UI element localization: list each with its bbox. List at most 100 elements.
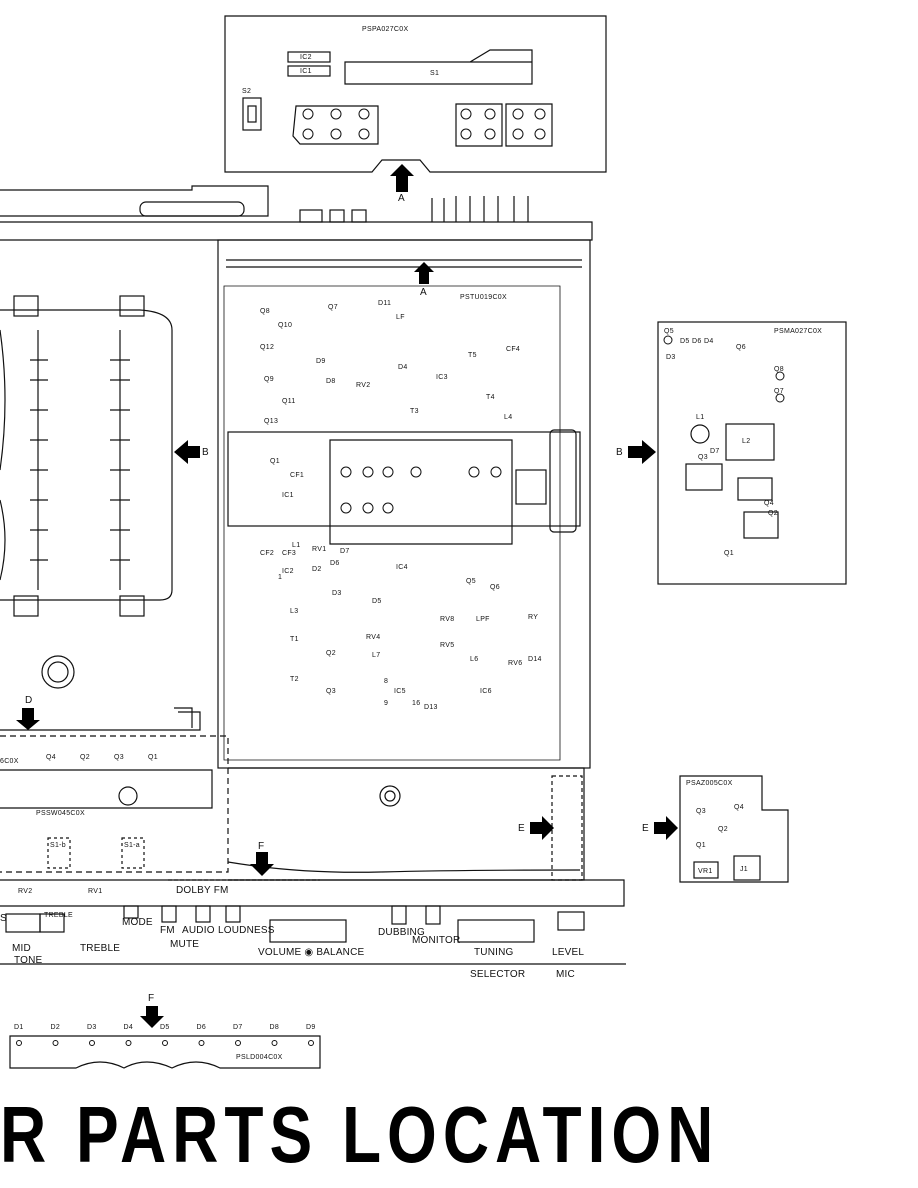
- pstu-rv6: RV6: [508, 660, 523, 667]
- psma-q3: Q3: [698, 454, 708, 461]
- pspa-jack-block-left: [292, 105, 379, 145]
- monitor-button: [425, 905, 441, 925]
- psaz-board-label: PSAZ005C0X: [686, 780, 733, 787]
- psma-q2: [743, 511, 779, 539]
- led-label-d3: D3: [87, 1024, 97, 1031]
- pstu-ic1: IC1: [282, 492, 294, 499]
- fp-dolby-fm: DOLBY FM: [176, 885, 229, 896]
- pstu-d6: D6: [330, 560, 340, 567]
- arrow-e1-label: E: [518, 823, 525, 834]
- pstu-ic5-pin8: 8: [384, 678, 389, 685]
- pstu-q1: Q1: [270, 458, 280, 465]
- led-label-d7: D7: [233, 1024, 243, 1031]
- arrow-e1: [530, 816, 554, 840]
- pspa-jack-block-right: [505, 103, 553, 147]
- fp-s: S: [0, 913, 7, 924]
- rf-module-bracket: [227, 431, 581, 527]
- pstu-q11: Q11: [282, 398, 296, 405]
- audio-button: [195, 905, 211, 923]
- left-q2: Q2: [80, 754, 90, 761]
- pstu-ic5-pin16: 16: [412, 700, 421, 707]
- jack-hole: [534, 128, 546, 140]
- fp-rv2: RV2: [18, 888, 33, 895]
- arrow-b2-label: B: [616, 447, 623, 458]
- led-d2: [52, 1040, 59, 1046]
- jack-hole: [534, 108, 546, 120]
- arrow-f2: [140, 1006, 164, 1028]
- fp-tone: TONE: [14, 955, 43, 966]
- loudness-button: [225, 905, 241, 923]
- pstu-t1: T1: [290, 636, 299, 643]
- led-label-d5: D5: [160, 1024, 170, 1031]
- pstu-d7: D7: [340, 548, 350, 555]
- pstu-d2: D2: [312, 566, 322, 573]
- left-s1a: S1-a: [124, 842, 140, 849]
- pstu-ry: RY: [528, 614, 539, 621]
- jack-hole: [302, 108, 314, 120]
- jack-hole: [358, 108, 370, 120]
- led-d7: [235, 1040, 241, 1046]
- pstu-d4: D4: [398, 364, 408, 371]
- arrow-f1-label: F: [258, 841, 265, 852]
- led-d3: [89, 1040, 95, 1046]
- led-label-d2: D2: [50, 1024, 61, 1031]
- pstu-cf4: CF4: [506, 346, 521, 353]
- pstu-t2: T2: [290, 676, 299, 683]
- psaz-q3: Q3: [696, 808, 706, 815]
- fp-volume-balance: VOLUME ◉ BALANCE: [258, 947, 365, 958]
- pstu-q3: Q3: [326, 688, 336, 695]
- arrow-f1: [250, 852, 274, 876]
- pspa-jack-block-mid: [455, 103, 503, 147]
- pssw-board-label: PSSW045C0X: [36, 810, 85, 817]
- left-board-label: 6C0X: [0, 758, 19, 765]
- psma-q1: Q1: [724, 550, 734, 557]
- fp-fm: FM: [160, 925, 175, 936]
- module-hole: [340, 502, 352, 514]
- arrow-b1-label: B: [202, 447, 209, 458]
- pstu-q7: Q7: [328, 304, 338, 311]
- pstu-cf3: CF3: [282, 550, 297, 557]
- fp-selector: SELECTOR: [470, 969, 526, 980]
- pspa-ic1-label: IC1: [300, 68, 312, 75]
- pstu-ic6: IC6: [480, 688, 492, 695]
- pstu-cf2: CF2: [260, 550, 275, 557]
- jack-hole: [330, 128, 342, 140]
- pstu-rv5: RV5: [440, 642, 455, 649]
- led-d4: [125, 1040, 132, 1046]
- fp-treble-top: TREBLE: [44, 912, 74, 919]
- pstu-cf1: CF1: [290, 472, 305, 479]
- psma-q4: [737, 477, 773, 501]
- page-title: R PARTS LOCATION: [0, 1089, 720, 1180]
- pspa-s2-label: S2: [242, 88, 252, 95]
- pstu-q9: Q9: [264, 376, 274, 383]
- arrow-a2: [414, 262, 434, 284]
- pspa-ic2-label: IC2: [300, 54, 312, 61]
- rf-module: [329, 439, 513, 545]
- fm-button: [161, 905, 177, 923]
- arrows: [16, 164, 678, 1028]
- pstu-l6: L6: [470, 656, 479, 663]
- fp-monitor: MONITOR: [412, 935, 461, 946]
- fp-audio: AUDIO: [182, 925, 215, 936]
- psma-d7: D7: [710, 448, 720, 455]
- module-hole: [382, 466, 394, 478]
- pstu-ic5: IC5: [394, 688, 406, 695]
- mode-switch: [123, 905, 139, 919]
- jack-hole: [460, 128, 472, 140]
- jack-hole: [302, 128, 314, 140]
- pspa-ic2: [287, 51, 331, 63]
- module-hole: [362, 502, 374, 514]
- psma-d6: D6: [692, 338, 702, 345]
- fp-rv1: RV1: [88, 888, 103, 895]
- pstu-q5: Q5: [466, 578, 476, 585]
- led-label-d1: D1: [14, 1024, 24, 1031]
- fp-treble: TREBLE: [80, 943, 121, 954]
- jack-hole: [484, 108, 496, 120]
- module-hole: [468, 466, 480, 478]
- led-label-d6: D6: [196, 1024, 207, 1031]
- transistor: [775, 371, 785, 381]
- arrow-a1-label: A: [398, 193, 405, 204]
- led-label-d4: D4: [123, 1024, 134, 1031]
